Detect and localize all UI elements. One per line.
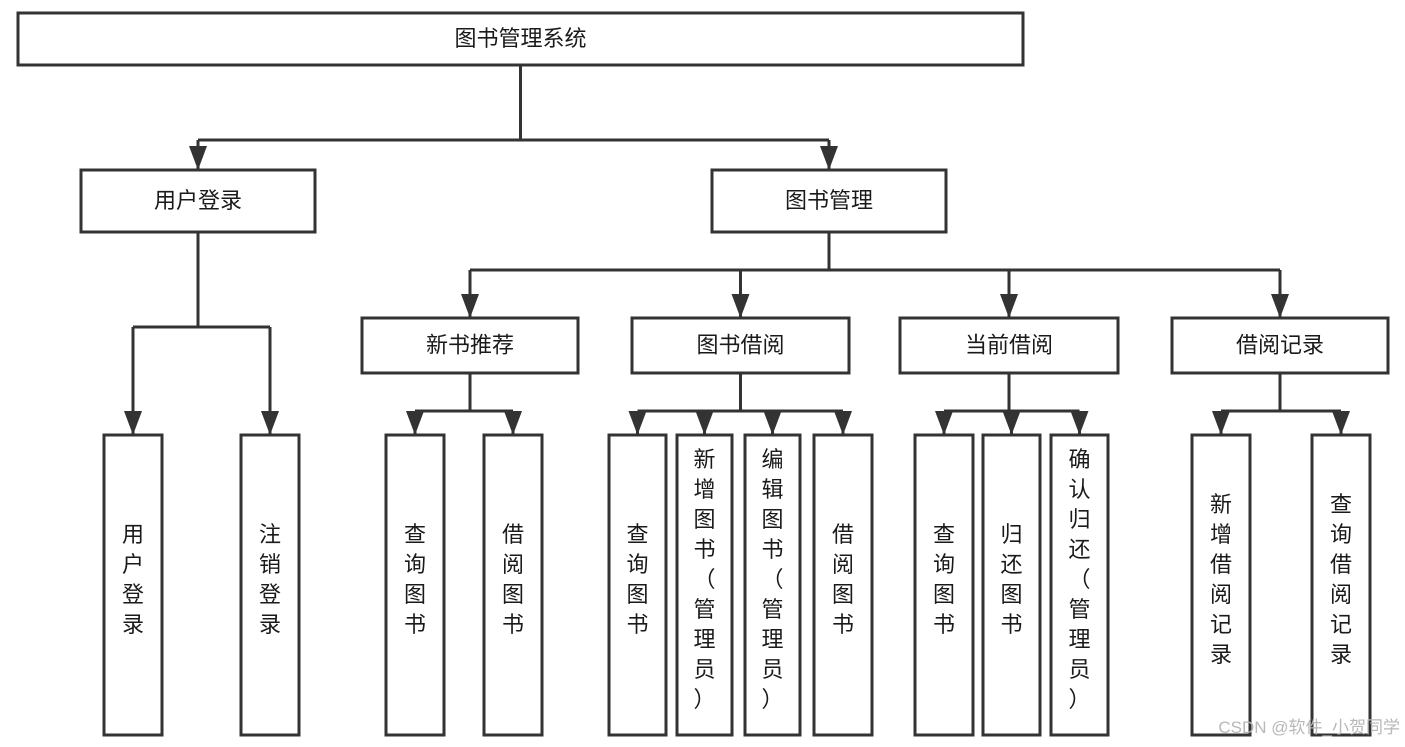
node-leaf-add-book[interactable]: 新增图书（管理员）	[675, 433, 734, 737]
node-leaf-confirm-return[interactable]: 确认归还（管理员）	[1049, 433, 1110, 737]
node-box-current-borrow[interactable]	[898, 316, 1120, 375]
node-label-leaf-query-book-cur: 查询图书	[933, 522, 955, 637]
arrow-head-icon	[1212, 411, 1230, 435]
arrow-head-icon	[1070, 411, 1089, 435]
node-label-leaf-confirm-return: 确认归还（管理员）	[1068, 447, 1090, 712]
node-label-leaf-return-book: 归还图书	[1000, 522, 1022, 637]
node-label-leaf-user-login: 用户登录	[122, 522, 144, 637]
node-label-new-book-rec: 新书推荐	[426, 332, 514, 357]
node-label-book-borrow: 图书借阅	[696, 332, 784, 357]
node-label-leaf-borrow-book-rec: 借阅图书	[502, 522, 524, 637]
node-label-user-login: 用户登录	[154, 188, 242, 213]
node-label-borrow-record: 借阅记录	[1236, 332, 1324, 357]
node-leaf-query-book[interactable]: 查询图书	[607, 433, 668, 737]
nodes-layer: 图书管理系统用户登录图书管理新书推荐图书借阅当前借阅借阅记录用户登录注销登录查询…	[16, 11, 1390, 737]
arrow-head-icon	[261, 411, 279, 435]
arrow-head-icon	[820, 146, 838, 170]
node-box-leaf-query-book-rec[interactable]	[384, 433, 446, 737]
node-box-root[interactable]	[16, 11, 1025, 67]
node-label-leaf-edit-book: 编辑图书（管理员）	[761, 447, 783, 712]
node-box-leaf-add-book[interactable]	[675, 433, 734, 737]
node-box-book-borrow[interactable]	[630, 316, 851, 375]
node-box-leaf-logout[interactable]	[239, 433, 301, 737]
node-leaf-edit-book[interactable]: 编辑图书（管理员）	[743, 433, 802, 737]
node-box-leaf-borrow-book[interactable]	[812, 433, 874, 737]
node-root[interactable]: 图书管理系统	[16, 11, 1025, 67]
node-leaf-return-book[interactable]: 归还图书	[981, 433, 1042, 737]
node-label-leaf-query-book: 查询图书	[626, 522, 648, 637]
node-box-leaf-edit-book[interactable]	[743, 433, 802, 737]
csdn-watermark: CSDN @软件_小贺同学	[1218, 718, 1400, 737]
node-box-leaf-confirm-return[interactable]	[1049, 433, 1110, 737]
arrow-head-icon	[935, 411, 953, 435]
node-box-leaf-query-book-cur[interactable]	[913, 433, 975, 737]
arrow-head-icon	[1000, 294, 1018, 318]
node-leaf-borrow-book-rec[interactable]: 借阅图书	[482, 433, 544, 737]
node-leaf-query-book-rec[interactable]: 查询图书	[384, 433, 446, 737]
node-label-leaf-add-record: 新增借阅记录	[1210, 492, 1232, 667]
arrow-head-icon	[1332, 411, 1350, 435]
node-user-login[interactable]: 用户登录	[79, 168, 317, 234]
node-label-book-manage: 图书管理	[785, 188, 873, 213]
node-label-leaf-borrow-book: 借阅图书	[832, 522, 854, 637]
node-box-borrow-record[interactable]	[1170, 316, 1390, 375]
arrow-head-icon	[731, 294, 750, 318]
node-box-leaf-user-login[interactable]	[102, 433, 164, 737]
arrow-head-icon	[1002, 411, 1021, 435]
node-leaf-add-record[interactable]: 新增借阅记录	[1190, 433, 1252, 737]
node-box-leaf-return-book[interactable]	[981, 433, 1042, 737]
node-box-user-login[interactable]	[79, 168, 317, 234]
arrow-head-icon	[124, 411, 142, 435]
node-leaf-query-record[interactable]: 查询借阅记录	[1310, 433, 1372, 737]
arrow-head-icon	[628, 411, 647, 435]
node-label-leaf-add-book: 新增图书（管理员）	[693, 447, 715, 712]
connectors-layer	[124, 65, 1350, 435]
node-leaf-borrow-book[interactable]: 借阅图书	[812, 433, 874, 737]
node-book-manage[interactable]: 图书管理	[710, 168, 948, 234]
node-box-new-book-rec[interactable]	[360, 316, 580, 375]
node-leaf-user-login[interactable]: 用户登录	[102, 433, 164, 737]
node-leaf-query-book-cur[interactable]: 查询图书	[913, 433, 975, 737]
node-current-borrow[interactable]: 当前借阅	[898, 316, 1120, 375]
arrow-head-icon	[461, 294, 479, 318]
arrow-head-icon	[834, 411, 852, 435]
node-label-leaf-logout: 注销登录	[259, 522, 281, 637]
arrow-head-icon	[504, 411, 522, 435]
node-label-leaf-query-record: 查询借阅记录	[1330, 492, 1352, 667]
arrow-head-icon	[406, 411, 424, 435]
node-leaf-logout[interactable]: 注销登录	[239, 433, 301, 737]
arrow-head-icon	[1271, 294, 1289, 318]
node-label-current-borrow: 当前借阅	[965, 332, 1053, 357]
node-box-leaf-borrow-book-rec[interactable]	[482, 433, 544, 737]
node-borrow-record[interactable]: 借阅记录	[1170, 316, 1390, 375]
node-label-leaf-query-book-rec: 查询图书	[404, 522, 426, 637]
node-new-book-rec[interactable]: 新书推荐	[360, 316, 580, 375]
node-box-book-manage[interactable]	[710, 168, 948, 234]
node-box-leaf-query-book[interactable]	[607, 433, 668, 737]
node-box-leaf-query-record[interactable]	[1310, 433, 1372, 737]
arrow-head-icon	[189, 146, 207, 170]
node-label-root: 图书管理系统	[454, 26, 586, 51]
node-box-leaf-add-record[interactable]	[1190, 433, 1252, 737]
arrow-head-icon	[695, 411, 714, 435]
arrow-head-icon	[763, 411, 782, 435]
node-book-borrow[interactable]: 图书借阅	[630, 316, 851, 375]
